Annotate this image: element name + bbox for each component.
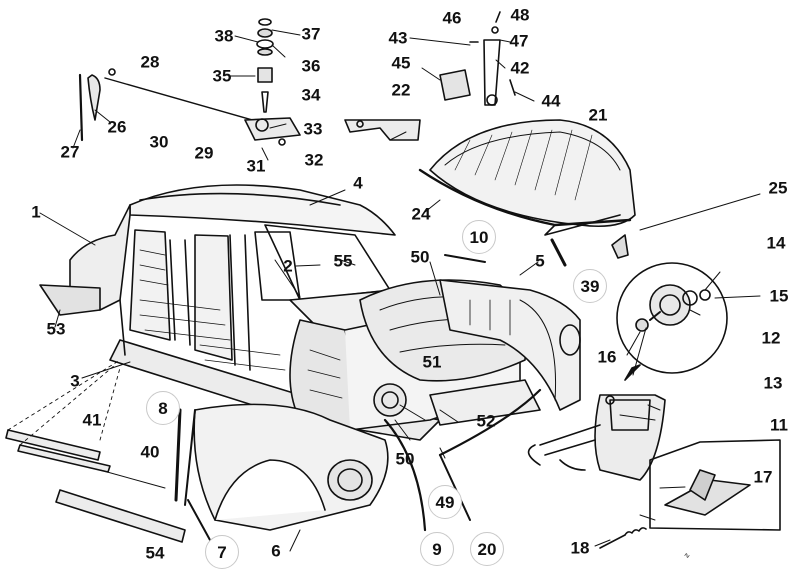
detail-17-drawing	[639, 439, 781, 531]
callout-52: 52	[476, 411, 496, 431]
callout-10: 10	[462, 220, 496, 254]
callout-18: 18	[570, 538, 590, 558]
callout-44: 44	[541, 91, 561, 111]
callout-26: 26	[107, 117, 127, 137]
callout-38: 38	[214, 26, 234, 46]
callout-55: 55	[333, 251, 353, 271]
front-wing-drawing	[184, 403, 389, 531]
callout-27: 27	[60, 142, 80, 162]
callout-2: 2	[283, 256, 293, 276]
lamp-detail-drawing	[616, 262, 728, 374]
body-shell-drawing	[39, 184, 541, 441]
callout-6: 6	[271, 541, 281, 561]
callout-47: 47	[509, 31, 529, 51]
leader-lines	[39, 29, 761, 552]
callout-31: 31	[246, 156, 266, 176]
callout-48: 48	[510, 5, 530, 25]
rear-valance-drawing	[527, 394, 666, 481]
callout-3: 3	[70, 371, 80, 391]
rod-assembly-drawing	[78, 68, 301, 146]
callout-15: 15	[769, 286, 789, 306]
callout-34: 34	[301, 85, 321, 105]
callout-42: 42	[510, 58, 530, 78]
callout-29: 29	[194, 143, 214, 163]
callout-50-lower: 50	[395, 449, 415, 469]
callout-8: 8	[146, 391, 180, 425]
callout-7: 7	[205, 535, 239, 569]
callout-12: 12	[761, 328, 781, 348]
artist-signature: ∿	[683, 551, 690, 560]
link-assembly-drawing	[439, 11, 516, 106]
callout-11: 11	[770, 415, 788, 435]
callout-41: 41	[82, 410, 102, 430]
callout-22: 22	[391, 80, 411, 100]
callout-36: 36	[301, 56, 321, 76]
callout-46: 46	[442, 8, 462, 28]
callout-33: 33	[303, 119, 323, 139]
callout-25: 25	[768, 178, 788, 198]
callout-30: 30	[149, 132, 169, 152]
leader-dashes	[7, 359, 121, 446]
callout-54: 54	[145, 543, 165, 563]
callout-14: 14	[766, 233, 786, 253]
callout-53: 53	[46, 319, 66, 339]
callout-32: 32	[304, 150, 324, 170]
callout-28: 28	[140, 52, 160, 72]
callout-13: 13	[763, 373, 783, 393]
callout-20: 20	[470, 532, 504, 566]
sill-strips-drawing	[5, 429, 186, 543]
callout-9: 9	[420, 532, 454, 566]
callout-45: 45	[391, 53, 411, 73]
callout-4: 4	[353, 173, 363, 193]
callout-50-upper: 50	[410, 247, 430, 267]
callout-49: 49	[428, 485, 462, 519]
callout-43: 43	[388, 28, 408, 48]
callout-37: 37	[301, 24, 321, 44]
rear-lid-drawing	[418, 119, 636, 236]
right-wing-drawing	[439, 279, 581, 411]
callout-39: 39	[573, 269, 607, 303]
callout-35: 35	[212, 66, 232, 86]
callout-1: 1	[31, 202, 41, 222]
callout-16: 16	[597, 347, 617, 367]
callout-5: 5	[535, 251, 545, 271]
callout-21: 21	[588, 105, 608, 125]
callout-17: 17	[753, 467, 773, 487]
callout-51: 51	[422, 352, 442, 372]
bolt-stack-drawing	[256, 18, 274, 113]
callout-24: 24	[411, 204, 431, 224]
callout-40: 40	[140, 442, 160, 462]
